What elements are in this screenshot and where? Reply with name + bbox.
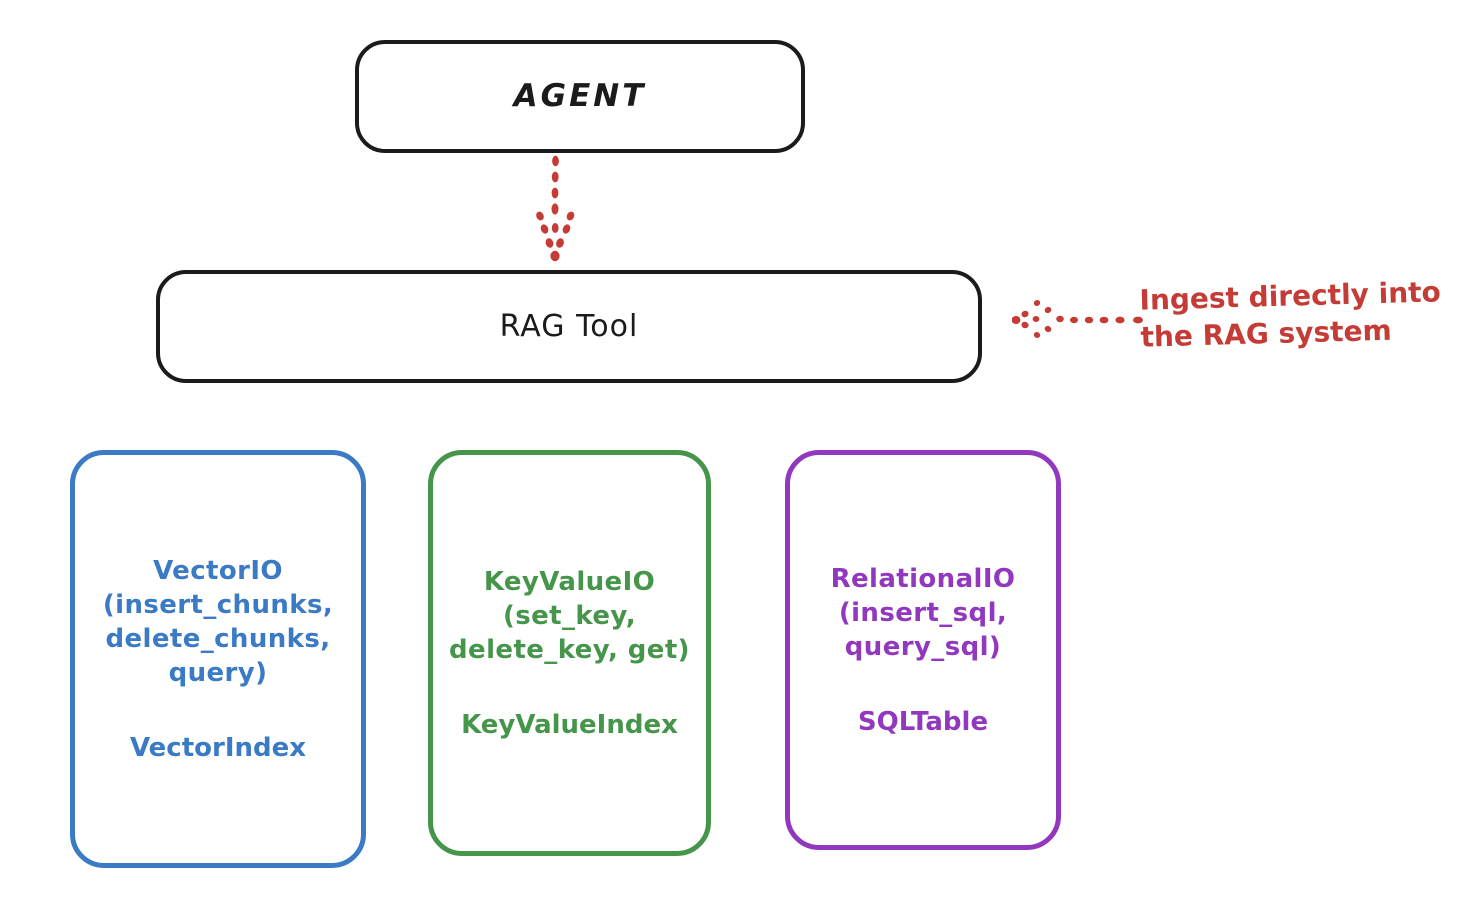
node-agent[interactable]: AGENT bbox=[355, 40, 805, 153]
connector-ingest-to-rag-tool bbox=[1011, 290, 1144, 354]
annotation-ingest-directly: Ingest directly into the RAG system bbox=[1139, 275, 1442, 354]
node-key-value-io-index: KeyValueIndex bbox=[461, 709, 678, 740]
node-rag-tool[interactable]: RAG Tool bbox=[156, 270, 982, 383]
node-rag-tool-label: RAG Tool bbox=[499, 309, 639, 344]
node-relational-io[interactable]: RelationalIO (insert_sql, query_sql) SQL… bbox=[785, 450, 1061, 850]
node-relational-io-label: RelationalIO (insert_sql, query_sql) bbox=[830, 564, 1016, 662]
node-vector-io[interactable]: VectorIO (insert_chunks, delete_chunks, … bbox=[70, 450, 366, 868]
node-relational-io-index: SQLTable bbox=[857, 706, 989, 737]
node-vector-io-index: VectorIndex bbox=[129, 732, 307, 763]
connector-agent-to-rag-tool bbox=[505, 155, 605, 269]
node-vector-io-label: VectorIO (insert_chunks, delete_chunks, … bbox=[102, 556, 334, 688]
node-agent-label: AGENT bbox=[513, 78, 647, 115]
node-key-value-io-label: KeyValueIO (set_key, delete_key, get) bbox=[449, 567, 690, 665]
node-key-value-io[interactable]: KeyValueIO (set_key, delete_key, get) Ke… bbox=[428, 450, 711, 856]
